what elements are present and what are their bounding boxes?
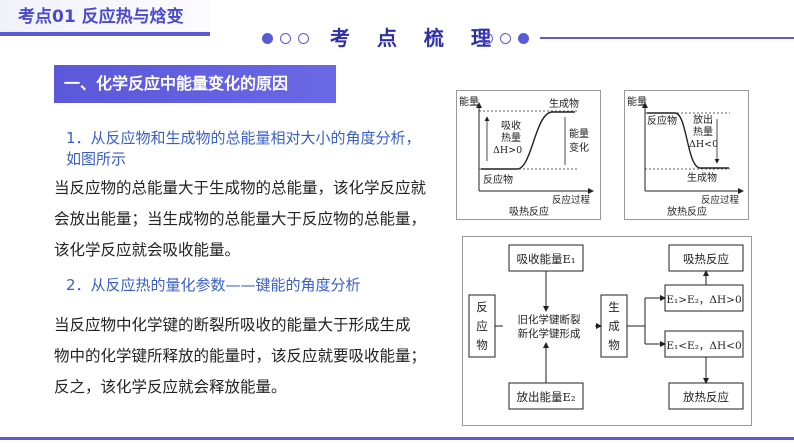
label-change: 变化	[569, 141, 589, 154]
reactant-label: 反应物	[647, 114, 677, 127]
label-delta-h: ΔH<0	[689, 139, 718, 150]
header-divider	[540, 37, 794, 39]
y-axis-label: 能量	[459, 95, 479, 108]
exothermic-diagram: 能量 反应物 放出 热量 ΔH<0 生成物 反应过程 放热反应	[624, 90, 749, 220]
point2-body: 当反应物中化学键的断裂所吸收的能量大于形成生成 物中的化学键所释放的能量时，该反…	[54, 310, 426, 403]
product-box-char: 物	[608, 338, 620, 352]
point2-body-line: 物中的化学键所释放的能量时，该反应就要吸收能量；	[54, 347, 427, 365]
dot-outline-icon	[280, 33, 291, 44]
point1-body-line: 会放出能量；当生成物的总能量大于反应物的总能量，	[54, 210, 427, 228]
exothermic-result-box: 放热反应	[683, 390, 729, 404]
x-axis-label: 反应过程	[701, 194, 740, 206]
condition-endo-box: E₁>E₂，ΔH>0	[666, 294, 741, 306]
label-energy: 能量	[569, 127, 589, 140]
reactant-box-char: 应	[476, 319, 488, 333]
page-title: 考 点 梳 理	[330, 26, 501, 50]
point1-body-line: 当反应物的总能量大于生成物的总能量，该化学反应就	[54, 179, 427, 197]
footer-divider	[0, 437, 794, 440]
bond-break-label: 旧化学键断裂	[518, 313, 581, 326]
energy-curve	[481, 111, 575, 170]
diagram-caption: 放热反应	[667, 205, 707, 218]
dot-outline-icon	[298, 33, 309, 44]
diagram-caption: 吸热反应	[509, 205, 549, 218]
reactant-label: 反应物	[483, 173, 513, 186]
label-heat: 热量	[693, 125, 713, 138]
dot-filled-icon	[518, 33, 529, 44]
section-banner: 一、化学反应中能量变化的原因	[54, 65, 336, 103]
point1-title-line1: 1．从反应物和生成物的总能量相对大小的角度分析，	[66, 129, 421, 147]
x-axis-label: 反应过程	[552, 194, 591, 206]
absorb-energy-box: 吸收能量E₁	[516, 252, 575, 266]
point2-body-line: 当反应物中化学键的断裂所吸收的能量大于形成生成	[54, 316, 411, 334]
condition-exo-box: E₁<E₂，ΔH<0	[666, 340, 741, 352]
label-absorb: 吸收	[501, 119, 521, 132]
point1-title: 1．从反应物和生成物的总能量相对大小的角度分析， 如图所示	[66, 128, 466, 170]
point2-body-line: 反之，该化学反应就会释放能量。	[54, 378, 287, 396]
topic-tag	[0, 0, 210, 36]
product-box-char: 成	[608, 319, 620, 333]
reactant-box-char: 物	[476, 338, 488, 352]
topic-tag-label: 考点01 反应热与焓变	[18, 7, 184, 27]
product-label: 生成物	[549, 97, 579, 110]
release-energy-box: 放出能量E₂	[516, 390, 575, 404]
endothermic-diagram: 能量 生成物 吸收 热量 ΔH>0 能量 变化 反应物 反应过程 吸热反应	[456, 90, 601, 220]
reactant-box-char: 反	[476, 300, 488, 314]
dot-outline-icon	[500, 33, 511, 44]
bond-form-label: 新化学键形成	[518, 327, 581, 340]
label-heat: 热量	[501, 131, 521, 144]
point1-title-line2: 如图所示	[66, 150, 127, 168]
product-label: 生成物	[687, 171, 717, 184]
endothermic-result-box: 吸热反应	[683, 252, 729, 266]
label-release: 放出	[693, 113, 713, 126]
dot-filled-icon	[262, 33, 273, 44]
bond-energy-flowchart: 吸收能量E₁ 反 应 物 旧化学键断裂 新化学键形成 生 成 物 放出能量E₂ …	[462, 236, 752, 426]
product-box-char: 生	[608, 300, 620, 314]
label-delta-h: ΔH>0	[493, 145, 522, 156]
y-axis-label: 能量	[627, 95, 647, 108]
point2-title: 2．从反应热的量化参数——键能的角度分析	[66, 276, 361, 294]
point1-body-line: 该化学反应就会吸收能量。	[54, 241, 241, 259]
dot-outline-icon	[482, 33, 493, 44]
point1-body: 当反应物的总能量大于生成物的总能量，该化学反应就 会放出能量；当生成物的总能量大…	[54, 173, 426, 266]
energy-curve	[647, 112, 729, 169]
